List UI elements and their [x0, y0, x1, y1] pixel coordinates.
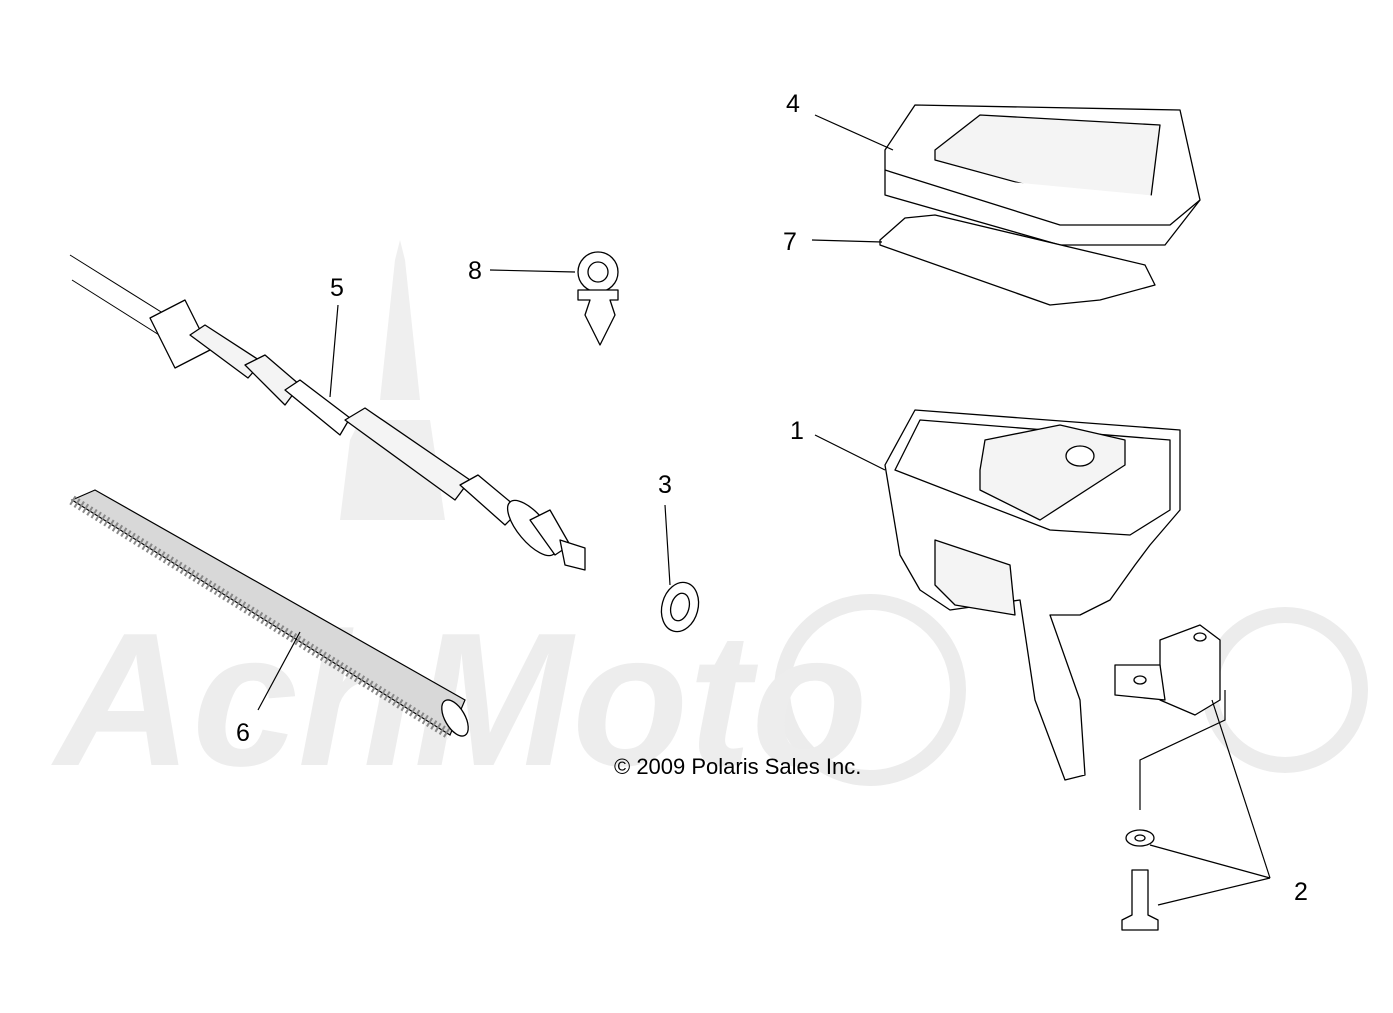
callout-8: 8: [468, 257, 482, 285]
part-4-cover: [884, 104, 1201, 246]
part-2-clamp: [1114, 624, 1221, 931]
part-7-gasket: [879, 214, 1156, 306]
callout-5: 5: [330, 274, 344, 302]
part-6-spring-tube: [69, 489, 469, 740]
callout-3: 3: [658, 471, 672, 499]
callouts: 4 7 8 5 1 3 6 2: [236, 90, 1308, 906]
callout-4: 4: [786, 90, 800, 118]
copyright-text: © 2009 Polaris Sales Inc.: [614, 754, 861, 779]
callout-2: 2: [1294, 878, 1308, 906]
part-1-housing: [884, 409, 1181, 781]
part-3-washer: [660, 581, 700, 633]
callout-1: 1: [790, 417, 804, 445]
leader-lines: [257, 114, 1271, 906]
callout-6: 6: [236, 719, 250, 747]
callout-7: 7: [783, 228, 797, 256]
part-5-cable: [69, 254, 586, 571]
part-8-clip: [577, 251, 619, 346]
